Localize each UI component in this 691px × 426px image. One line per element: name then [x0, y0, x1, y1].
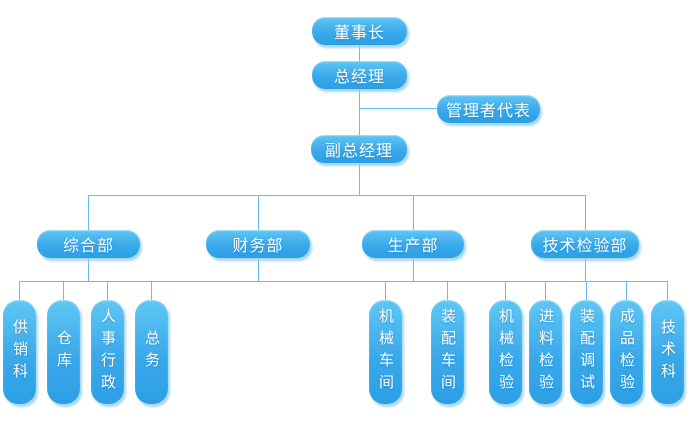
node-unit-machinery-inspection: 机械检验	[489, 300, 522, 404]
node-general-manager: 总经理	[312, 61, 407, 89]
connector-department-bus	[88, 195, 585, 196]
connector-drop-unit	[667, 281, 668, 301]
node-deputy-general-manager: 副总经理	[311, 135, 407, 163]
connector-drop-dept	[585, 195, 586, 230]
connector-drop-dept	[413, 195, 414, 230]
connector-unit-bus	[19, 281, 667, 282]
connector-drop-unit	[586, 281, 587, 301]
connector-gm-deputy	[359, 88, 360, 135]
node-unit-supply-sales: 供销科	[3, 300, 36, 404]
connector-dept-unitbus	[258, 258, 259, 281]
connector-drop-dept	[88, 195, 89, 230]
connector-drop-unit	[151, 281, 152, 301]
node-unit-assembly-commissioning: 装配调试	[570, 300, 603, 404]
node-chairman: 董事长	[312, 17, 407, 45]
connector-drop-unit	[545, 281, 546, 301]
connector-drop-unit	[19, 281, 20, 301]
connector-drop-unit	[447, 281, 448, 301]
connector-drop-unit	[63, 281, 64, 301]
node-management-representative: 管理者代表	[437, 95, 540, 123]
node-unit-technical-section: 技术科	[651, 300, 684, 404]
connector-branch-management-rep	[359, 108, 437, 109]
connector-dept-unitbus	[585, 258, 586, 281]
connector-drop-unit	[107, 281, 108, 301]
connector-drop-unit	[505, 281, 506, 301]
node-unit-general-services: 总务	[135, 300, 168, 404]
connector-deputy-bus	[359, 163, 360, 195]
node-dept-finance: 财务部	[206, 230, 310, 258]
connector-dept-unitbus	[413, 258, 414, 281]
node-unit-machinery-workshop: 机械车间	[369, 300, 402, 404]
connector-drop-dept	[258, 195, 259, 230]
connector-drop-unit	[385, 281, 386, 301]
node-dept-production: 生产部	[362, 230, 464, 258]
node-dept-tech-inspection: 技术检验部	[531, 230, 639, 258]
node-unit-warehouse: 仓库	[47, 300, 80, 404]
connector-drop-unit	[626, 281, 627, 301]
node-unit-assembly-workshop: 装配车间	[431, 300, 464, 404]
connector-dept-unitbus	[88, 258, 89, 281]
node-unit-finished-product-inspection: 成品检验	[610, 300, 643, 404]
node-dept-general-affairs: 综合部	[37, 230, 140, 258]
node-unit-incoming-inspection: 进料检验	[529, 300, 562, 404]
node-unit-hr-admin: 人事行政	[91, 300, 124, 404]
connector-chairman-gm	[359, 45, 360, 61]
